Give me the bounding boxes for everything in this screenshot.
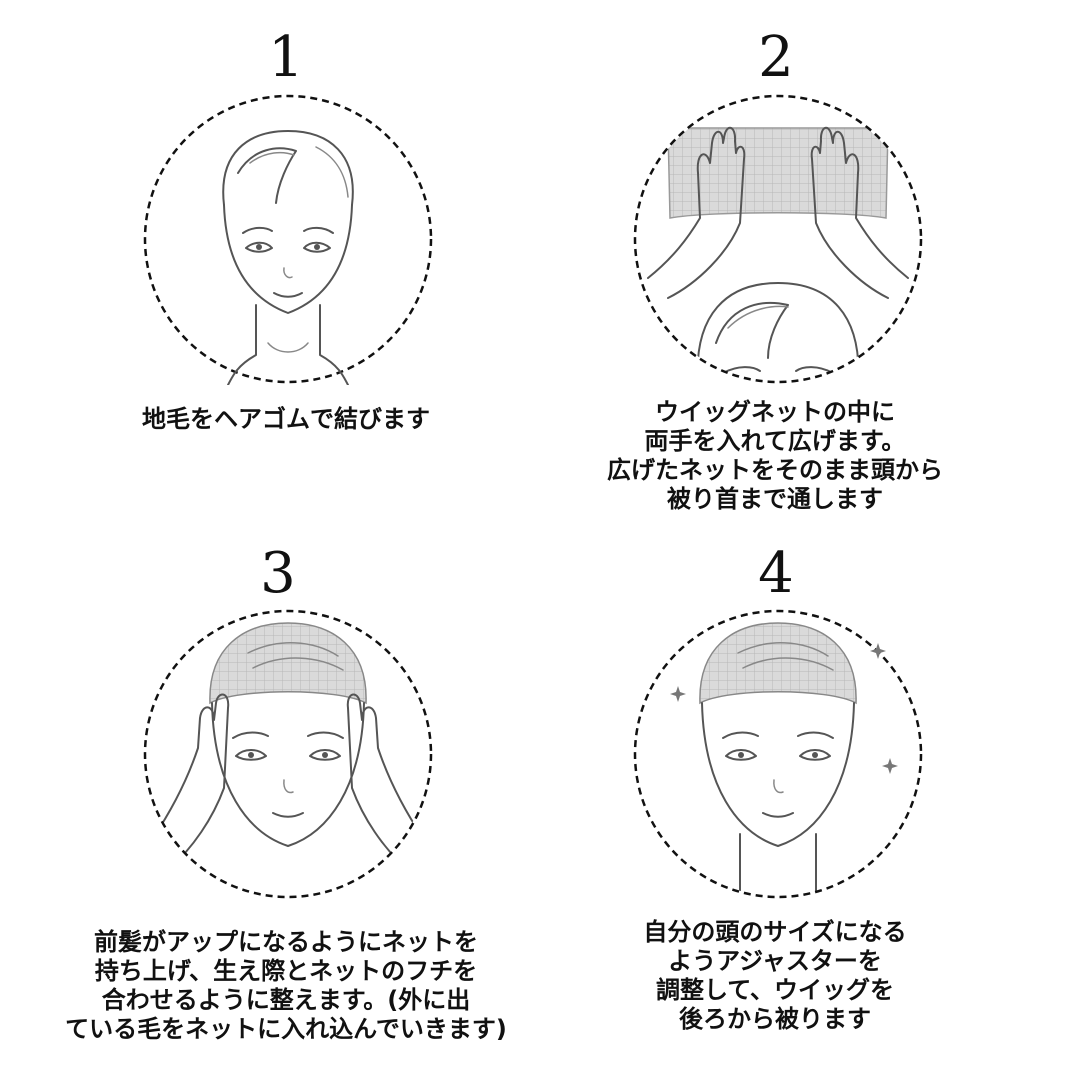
step-caption: 自分の頭のサイズになる ようアジャスターを 調整して、ウイッグを 後ろから被りま… — [540, 918, 1010, 1034]
step-caption: 前髪がアップになるようにネットを 持ち上げ、生え際とネットのフチを 合わせるよう… — [0, 928, 572, 1044]
step-caption: 地毛をヘアゴムで結びます — [0, 405, 572, 434]
step-1: 1 地毛をヘアゴムで結びます — [0, 0, 540, 540]
caption-line: 両手を入れて広げます。 — [644, 427, 906, 455]
caption-line: 前髪がアップになるようにネットを — [94, 928, 478, 956]
caption-line: ウイッグネットの中に — [655, 398, 895, 426]
caption-line: 広げたネットをそのまま頭から — [607, 456, 943, 484]
sparkle-icon — [670, 686, 686, 702]
caption-line: 後ろから被ります — [679, 1005, 871, 1033]
illustration-finished-net — [633, 609, 923, 899]
step-number: 4 — [758, 541, 794, 606]
step-number: 2 — [758, 25, 794, 90]
step-number: 3 — [260, 541, 296, 606]
step-2: 2 ウイッグネットの中に 両手を入れて広げます。 広げたネットをそのまま頭から … — [540, 0, 1080, 540]
caption-line: 自分の頭のサイズになる — [643, 918, 907, 946]
step-caption: ウイッグネットの中に 両手を入れて広げます。 広げたネットをそのまま頭から 被り… — [540, 398, 1010, 514]
caption-line: 調整して、ウイッグを — [655, 976, 895, 1004]
illustration-hair-tied — [143, 94, 433, 385]
caption-line: 持ち上げ、生え際とネットのフチを — [94, 957, 478, 985]
step-4: 4 自分の頭のサイズになる ようアジャスターを 調整して、 — [540, 540, 1080, 1080]
caption-line: 被り首まで通します — [667, 485, 883, 513]
step-number: 1 — [268, 25, 304, 90]
step-3: 3 前髪がアップになるようにネットを 持ち上げ、生 — [0, 540, 540, 1080]
sparkle-icon — [870, 643, 886, 659]
caption-line: ている毛をネットに入れ込んでいきます) — [65, 1015, 507, 1043]
illustration-adjusting-net — [143, 609, 433, 899]
caption-line: 合わせるように整えます。(外に出 — [101, 986, 471, 1014]
illustration-spreading-net — [633, 94, 923, 384]
caption-line: 地毛をヘアゴムで結びます — [142, 405, 430, 433]
sparkle-icon — [882, 758, 898, 774]
caption-line: ようアジャスターを — [668, 947, 882, 975]
